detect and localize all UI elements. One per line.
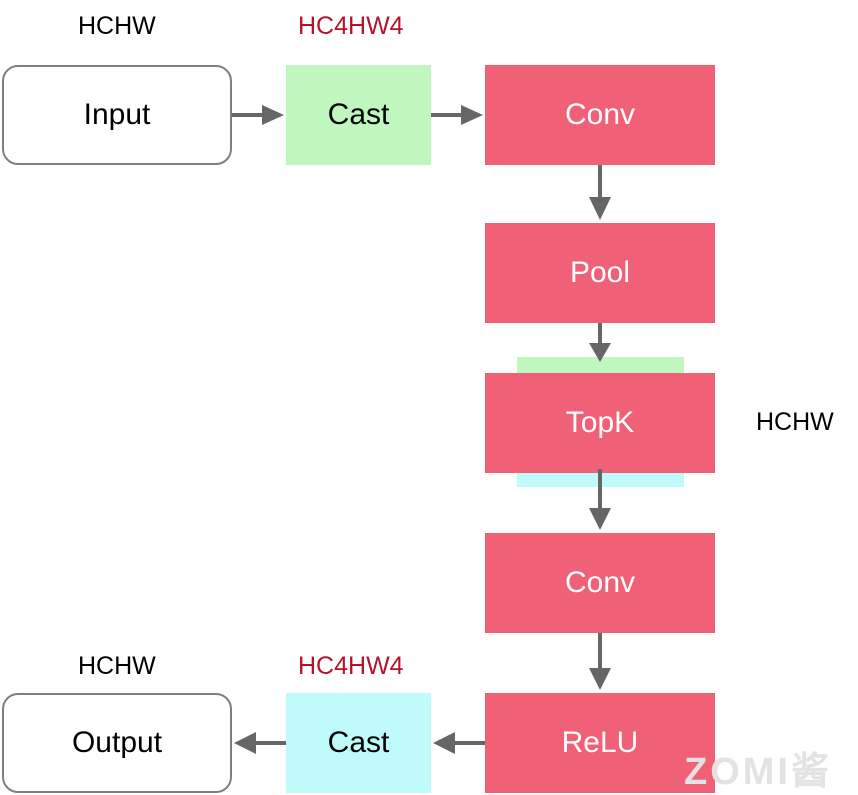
cast-format-label-top: HC4HW4 (298, 12, 404, 40)
input-node: Input (2, 65, 232, 165)
pool-node: Pool (485, 223, 715, 323)
cast-node-top: Cast (286, 65, 431, 165)
output-format-label: HCHW (78, 652, 156, 680)
topk-format-label: HCHW (756, 408, 834, 436)
relu-node: ReLU (485, 693, 715, 793)
output-node: Output (2, 693, 232, 793)
input-format-label: HCHW (78, 12, 156, 40)
cast-node-bottom: Cast (286, 693, 431, 793)
topk-node: TopK (485, 373, 715, 473)
watermark-logo: ZOMI酱 (684, 751, 832, 793)
conv-node-2: Conv (485, 533, 715, 633)
conv-node-1: Conv (485, 65, 715, 165)
cast-format-label-bottom: HC4HW4 (298, 652, 404, 680)
